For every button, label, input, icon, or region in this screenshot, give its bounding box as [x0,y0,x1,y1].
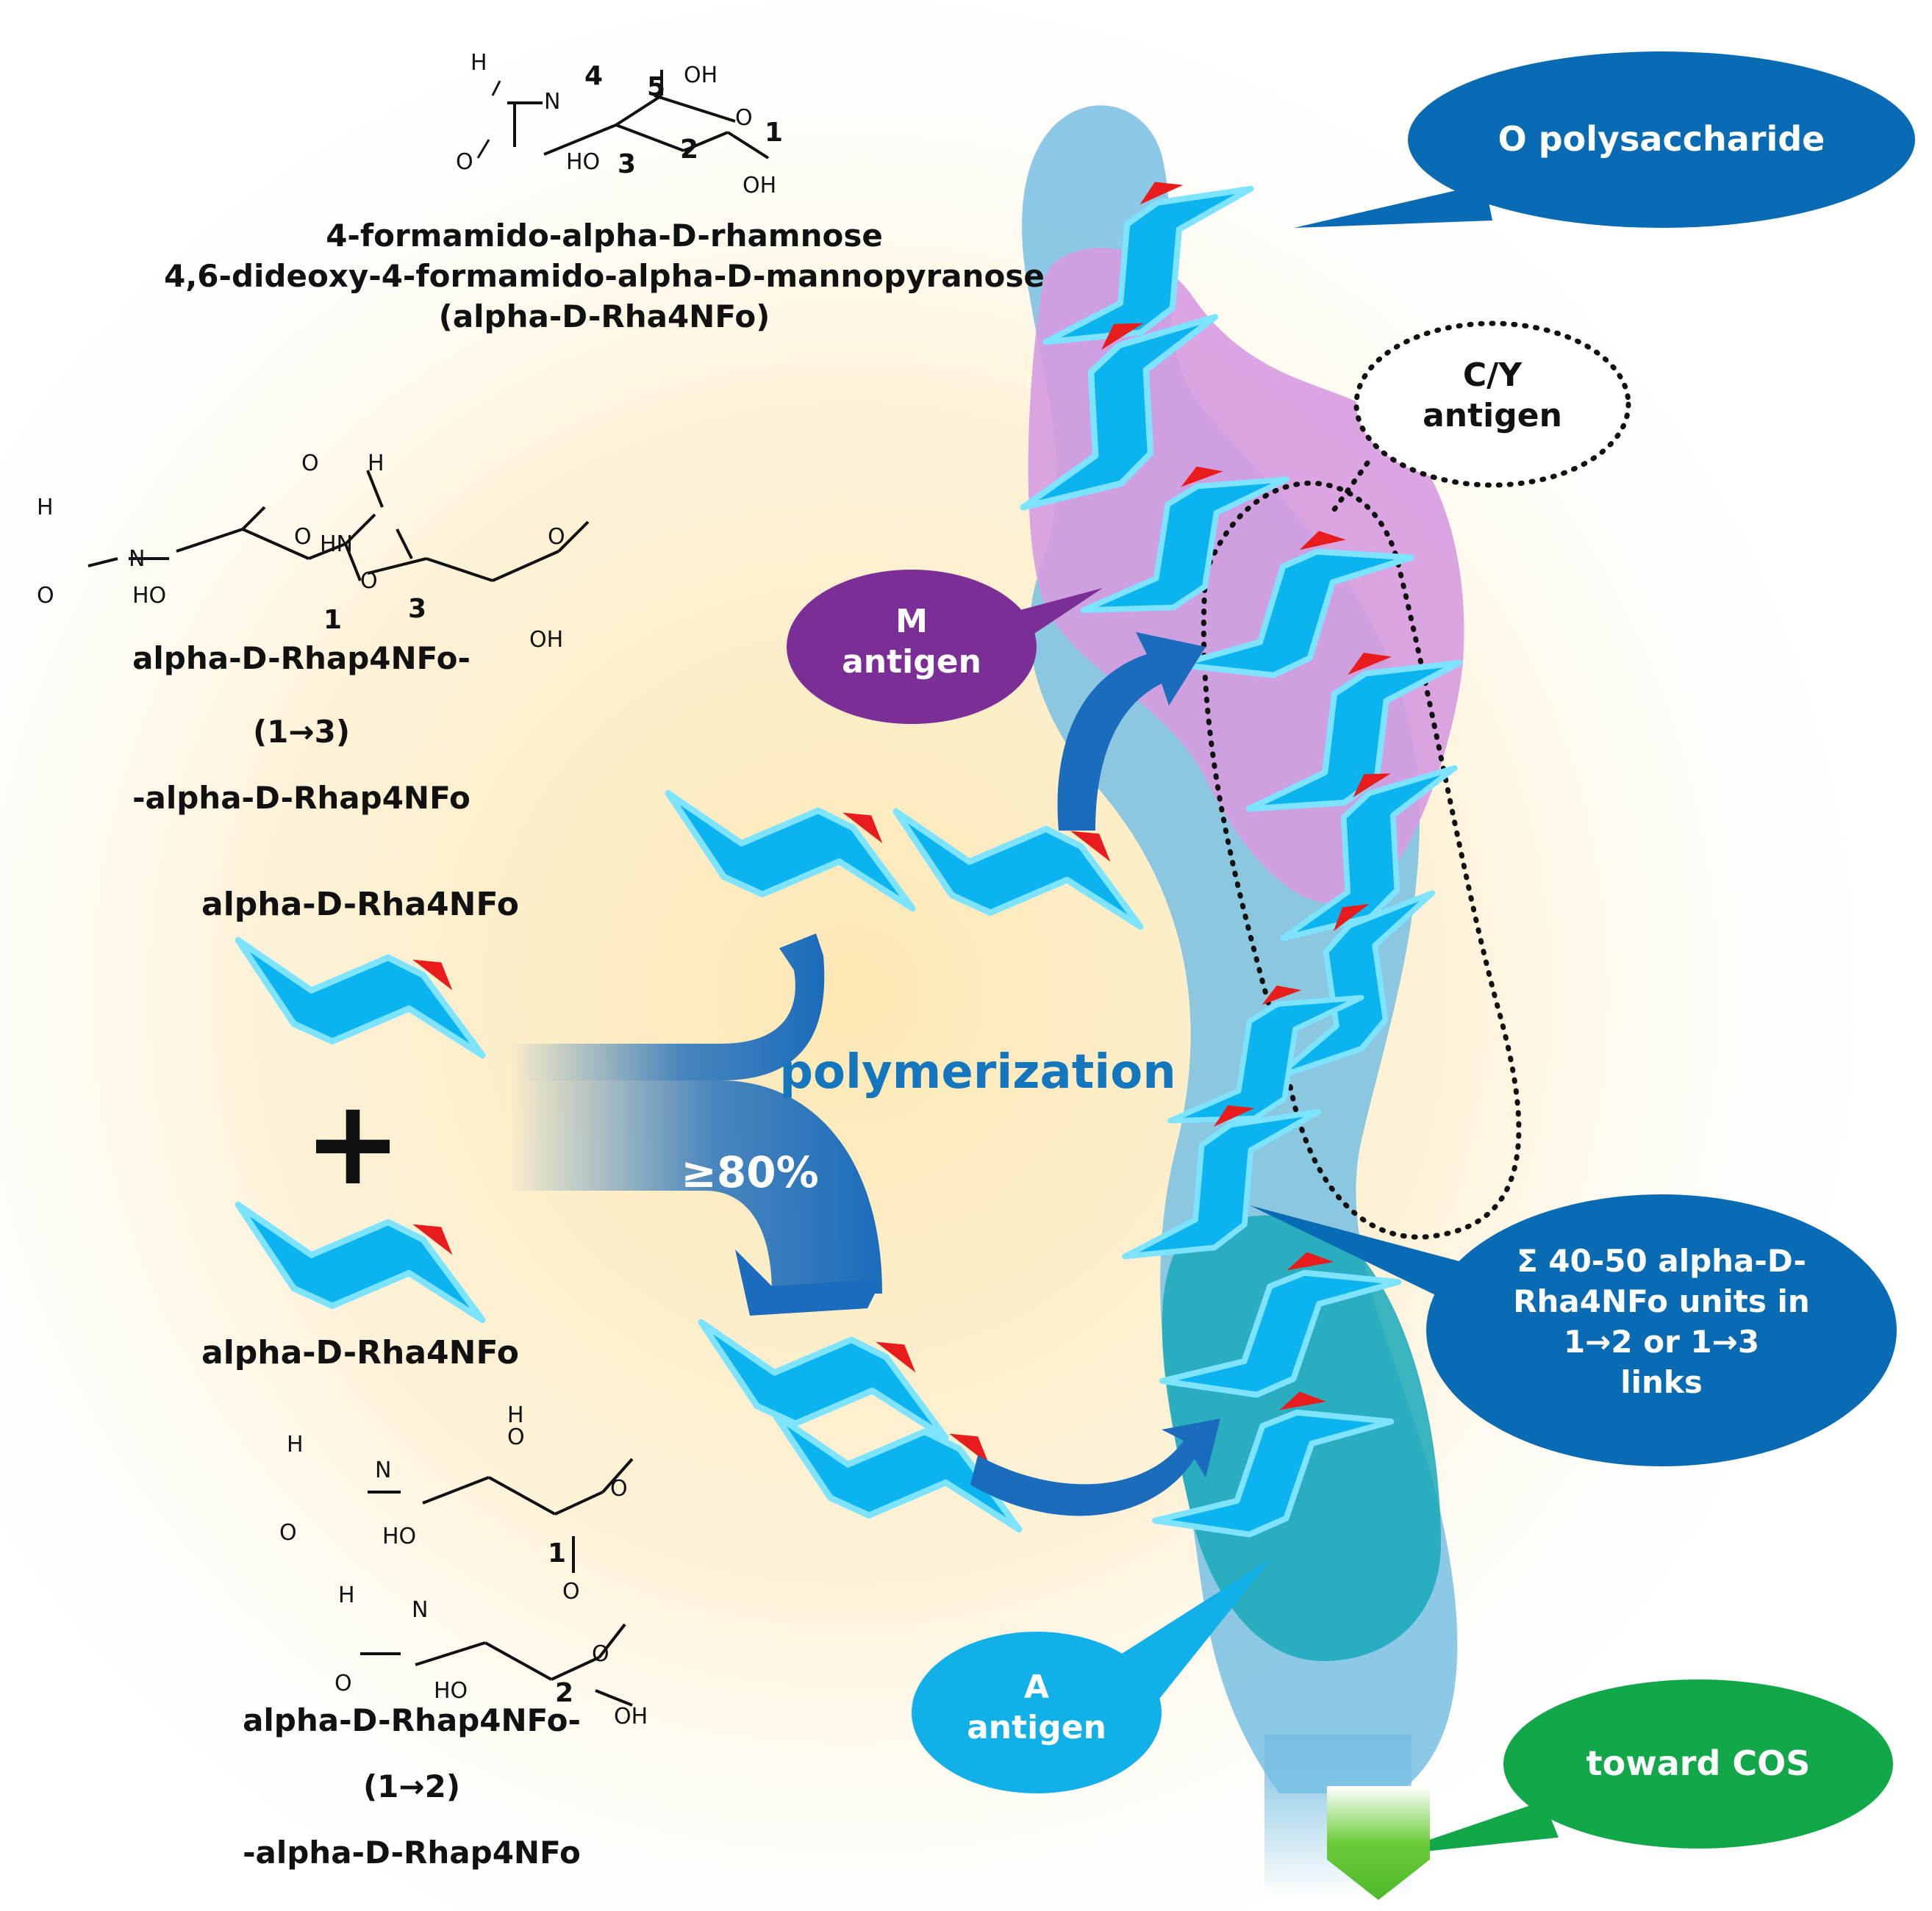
monomer-name: 4-formamido-alpha-D-rhamnose 4,6-dideoxy… [164,218,1045,334]
atom-glyco-o-2: O [562,1579,580,1605]
atom-n-lower: N [412,1597,428,1623]
atom-h-upper: H [287,1432,304,1458]
atom-oh-upper-top: O [507,1424,525,1450]
disaccharide-1-2-line-3: -alpha-D-Rhap4NFo [243,1835,581,1871]
disaccharide-1-2-line-1: alpha-D-Rhap4NFo- [243,1702,581,1738]
position-4: 4 [584,61,603,91]
atom-glyco-o: O [360,568,378,594]
cy-antigen-line-1: C/Y [1463,356,1523,394]
atom-ho: HO [566,149,600,175]
disaccharide-1-3-structure: H N O HO O O O H HN O OH 1 3 [37,451,590,653]
disaccharide-1-3-line-2: (1→3) [253,714,350,750]
position-2: 2 [680,135,698,165]
atom-h: H [471,50,487,76]
position-1: 1 [765,118,783,148]
cy-antigen-region [1201,481,1522,1240]
atom-ring-o-upper: O [610,1476,628,1502]
percent-label: ≥80% [681,1147,818,1197]
cos-arrow [1327,1786,1430,1900]
monomer-name-line-2: 4,6-dideoxy-4-formamido-alpha-D-mannopyr… [164,258,1045,294]
atom-n: N [544,89,560,115]
arrow-to-a-antigen [970,1419,1220,1516]
atom-o-top: O [301,451,319,476]
atom-ring-o-lower: O [592,1641,609,1667]
position-5: 5 [647,72,665,102]
atom-o-lower: O [334,1671,352,1696]
o-polysaccharide-callout: O polysaccharide [1294,51,1915,228]
plus-sign: + [304,1074,402,1211]
m-antigen-line-1: M [895,603,928,640]
cy-antigen-callout: C/Y antigen [1328,320,1631,517]
cos-callout: toward COS [1382,1679,1893,1856]
disaccharide-1-2-name: alpha-D-Rhap4NFo- (1→2) -alpha-D-Rhap4NF… [243,1702,581,1871]
m-antigen-callout: M antigen [787,570,1103,724]
unit-count-line-1: Σ 40-50 alpha-D- [1517,1243,1806,1279]
cy-antigen-line-2: antigen [1423,397,1562,434]
linkage-1-2-position-1: 1 [548,1538,566,1568]
atom-n-left: N [129,546,145,572]
atom-ring-o: O [735,105,753,131]
atom-o-upper: O [279,1520,297,1546]
linkage-position-3: 3 [408,594,426,624]
atom-h-left: H [37,495,54,520]
arrow-to-m-antigen [1057,632,1206,831]
atom-ring-o-right: O [548,524,565,550]
atom-hn: HN [320,531,353,557]
atom-oh-bottom: OH [743,173,776,198]
unit-count-line-2: Rha4NFo units in [1513,1283,1810,1319]
atom-h-upper-top: H [507,1402,524,1428]
monomer-name-line-1: 4-formamido-alpha-D-rhamnose [326,218,883,254]
disaccharide-1-2-line-2: (1→2) [363,1768,460,1804]
a-antigen-callout: A antigen [912,1558,1272,1793]
fork-arrow [507,933,882,1316]
atom-n-upper: N [375,1458,391,1483]
unit-label-top: alpha-D-Rha4NFo [201,886,519,923]
position-3: 3 [618,149,636,179]
atom-ho-left: HO [132,583,166,609]
a-antigen-line-1: A [1024,1668,1049,1706]
a-antigen-line-2: antigen [967,1709,1106,1746]
atom-h-lower: H [338,1582,355,1608]
cos-label: toward COS [1586,1743,1811,1783]
atom-h-top: H [368,451,384,476]
unit-label-bottom: alpha-D-Rha4NFo [201,1334,519,1372]
atom-oh-right: OH [529,627,563,653]
polymerization-label: polymerization [779,1045,1176,1100]
linkage-position-1: 1 [323,605,342,635]
linkage-1-2-position-2: 2 [555,1678,573,1708]
disaccharide-1-3-line-1: alpha-D-Rhap4NFo- [132,640,471,676]
atom-o: O [456,149,473,175]
atom-o-left: O [37,583,54,609]
atom-ring-o-left: O [294,524,312,550]
unit-count-line-4: links [1620,1364,1703,1400]
disaccharide-1-3-line-3: -alpha-D-Rhap4NFo [132,780,471,816]
atom-oh-top: OH [684,62,718,88]
o-polysaccharide-label: O polysaccharide [1498,119,1825,159]
disaccharide-1-3-name: alpha-D-Rhap4NFo- (1→3) -alpha-D-Rhap4NF… [132,640,471,816]
monomer-name-line-3: (alpha-D-Rha4NFo) [439,298,770,334]
m-antigen-line-2: antigen [842,643,981,681]
atom-ho-upper: HO [382,1524,416,1549]
unit-count-line-3: 1→2 or 1→3 [1564,1324,1759,1360]
unit-count-callout: Σ 40-50 alpha-D- Rha4NFo units in 1→2 or… [1250,1194,1897,1466]
disaccharide-1-2-structure: H N O HO O H O O H N O HO O OH 1 2 [279,1402,648,1729]
atom-oh-lower: OH [614,1704,648,1729]
atom-ho-lower: HO [434,1678,468,1704]
monomer-structure: H N O HO OH O OH 1 2 3 4 5 [456,50,783,198]
